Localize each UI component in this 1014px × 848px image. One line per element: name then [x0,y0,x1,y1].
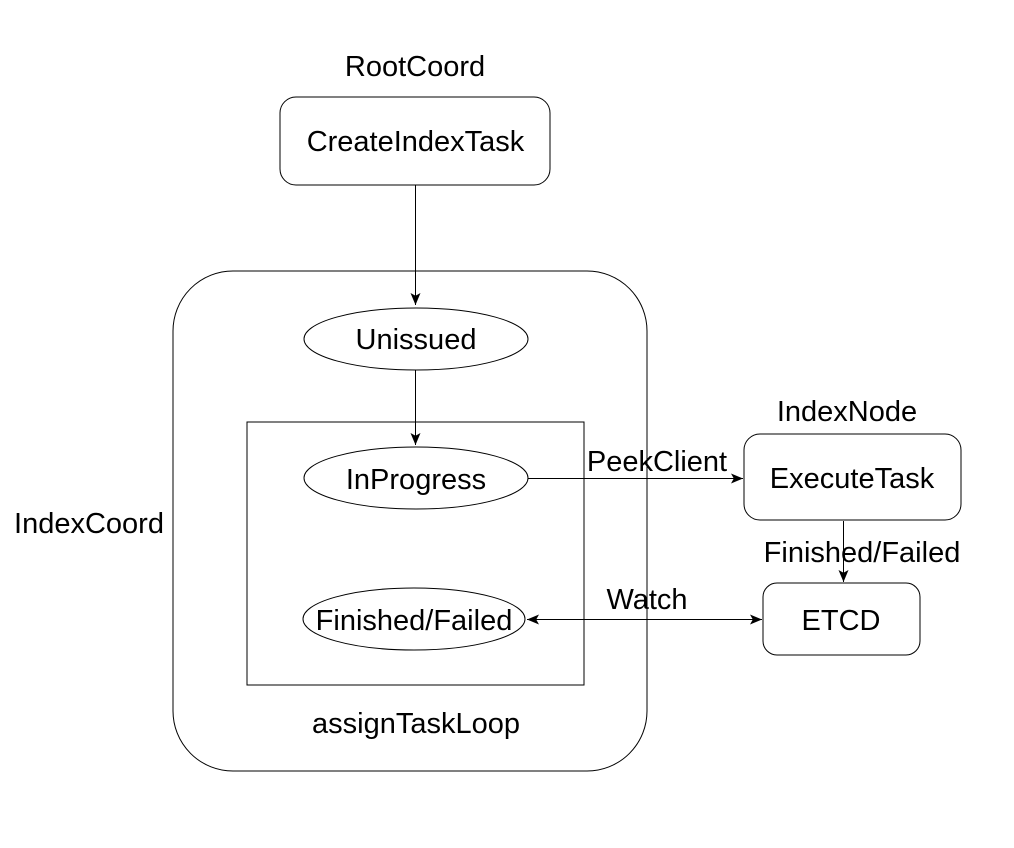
indexcoord-container [172,270,648,772]
indexnode-group-label: IndexNode [777,396,917,428]
peekclient-edge-label: PeekClient [587,446,727,478]
indexcoord-group-label: IndexCoord [14,508,164,540]
finished-failed-edge-label: Finished/Failed [764,537,961,569]
inprogress-label: InProgress [346,464,486,496]
unissued-node [303,307,529,371]
etcd-node [762,582,921,656]
etcd-label: ETCD [802,605,881,637]
executetask-node [743,433,962,521]
executetask-label: ExecuteTask [770,463,935,495]
createindextask-label: CreateIndexTask [307,126,525,158]
assigntaskloop-container [246,421,585,686]
createindextask-node [279,96,551,186]
inprogress-node [303,446,529,510]
finished-failed-state-label: Finished/Failed [316,605,513,637]
unissued-label: Unissued [356,324,477,356]
finished-failed-node [302,587,526,651]
assigntaskloop-group-label: assignTaskLoop [312,708,520,740]
rootcoord-group-label: RootCoord [345,51,485,83]
watch-edge-label: Watch [606,584,687,616]
